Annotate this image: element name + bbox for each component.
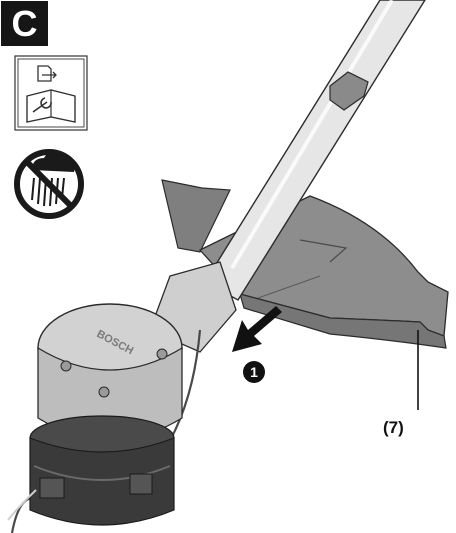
- step-number-text: 1: [250, 364, 258, 380]
- step-number-circle: 1: [243, 361, 265, 383]
- read-manual-icon: [14, 55, 88, 131]
- motor-housing: BOSCH: [10, 261, 237, 533]
- step-letter-badge: C: [1, 1, 48, 46]
- removal-arrow: [232, 306, 282, 352]
- shaft: [204, 0, 426, 301]
- part-label-7: (7): [383, 418, 404, 437]
- no-rain-icon: [14, 149, 84, 219]
- spool-head: [7, 415, 175, 526]
